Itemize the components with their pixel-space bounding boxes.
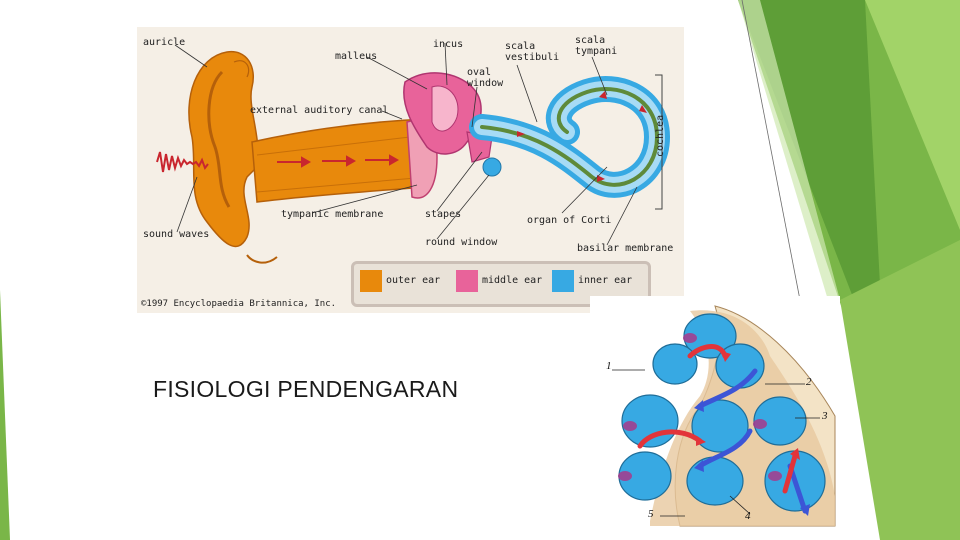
label-basilar-membrane: basilar membrane — [577, 243, 674, 254]
label-incus: incus — [433, 39, 464, 50]
legend-swatch-middle-ear — [456, 270, 478, 292]
slide-title: FISIOLOGI PENDENGARAN — [153, 376, 459, 402]
cochlea-cross-section-diagram: 1 2 3 4 5 — [590, 296, 840, 532]
copyright-text: ©1997 Encyclopaedia Britannica, Inc. — [141, 299, 337, 309]
cochlea-number-5: 5 — [648, 508, 654, 520]
ear-illustration — [156, 42, 671, 264]
ear-anatomy-diagram: auricle malleus incus scala vestibuli sc… — [137, 27, 684, 313]
label-stapes: stapes — [425, 209, 462, 220]
cochlea-number-2: 2 — [806, 376, 812, 388]
label-cochlea: cochlea — [655, 114, 666, 157]
label-scala-vestibuli: scala vestibuli — [505, 41, 560, 63]
legend-label: outer ear — [386, 275, 441, 286]
label-auricle: auricle — [143, 37, 186, 48]
legend-label: inner ear — [578, 275, 633, 286]
label-round-window: round window — [425, 237, 498, 248]
cochlea-illustration — [612, 305, 836, 527]
legend-label: middle ear — [482, 275, 543, 286]
label-external-auditory-canal: external auditory canal — [250, 105, 389, 116]
cochlea-number-4: 4 — [745, 510, 751, 522]
legend-swatch-outer-ear — [360, 270, 382, 292]
label-oval-window: oval window — [467, 67, 504, 89]
label-tympanic-membrane: tympanic membrane — [281, 209, 384, 220]
cochlea-number-3: 3 — [822, 410, 828, 422]
label-sound-waves: sound waves — [143, 229, 210, 240]
cochlea-number-1: 1 — [606, 360, 612, 372]
legend-swatch-inner-ear — [552, 270, 574, 292]
label-organ-of-corti: organ of Corti — [527, 215, 612, 226]
label-scala-tympani: scala tympani — [575, 35, 618, 57]
label-malleus: malleus — [335, 51, 378, 62]
